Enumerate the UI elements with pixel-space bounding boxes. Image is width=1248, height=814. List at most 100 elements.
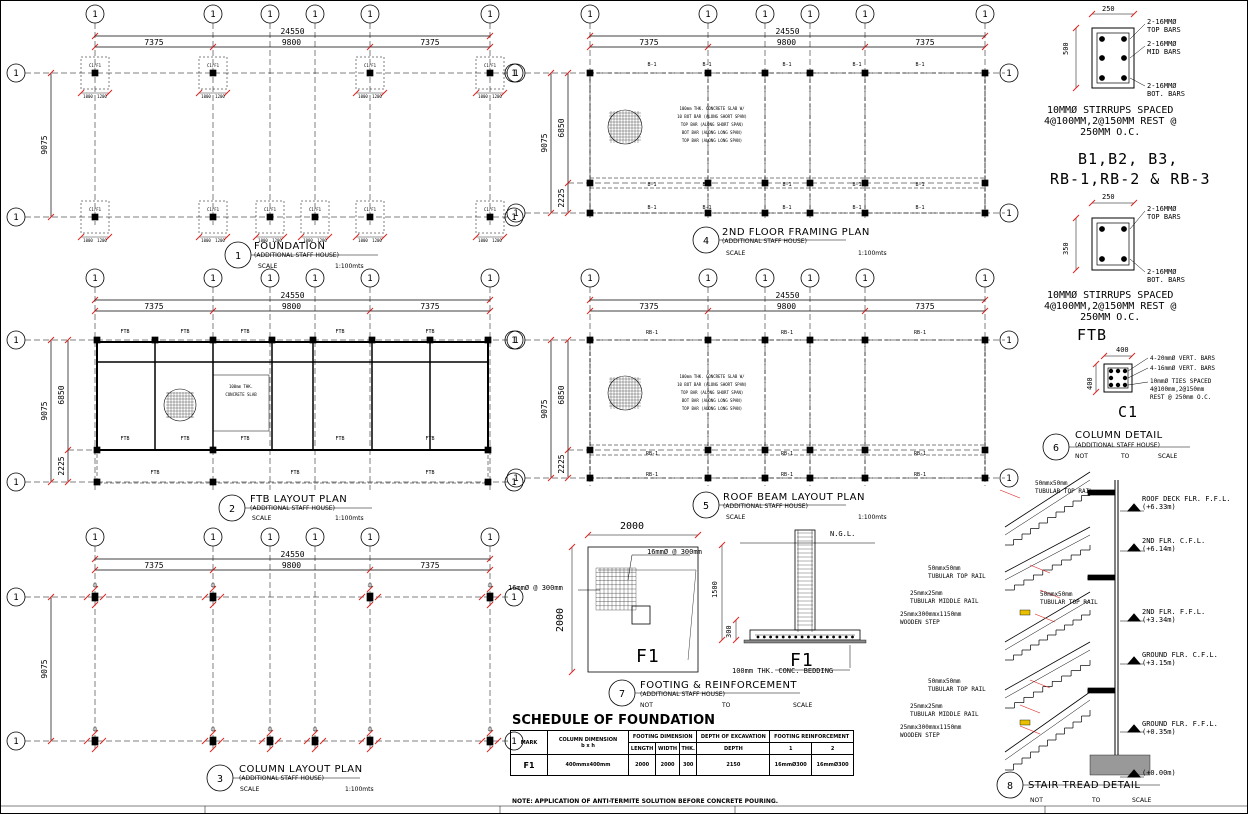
dim-tick [732,636,740,644]
footing-tag: C1/F1 [207,63,220,68]
stair-landing [1087,574,1116,581]
dim-total: 24550 [280,550,304,559]
rebar-dot [794,635,798,639]
grid-bubble-col [85,268,105,288]
rebar-dot [1122,368,1128,374]
level-marker [1126,724,1142,733]
dim-side: 7375 [915,302,934,311]
column-mark [981,69,989,77]
beam-tag: RB-1 [914,451,926,457]
schedule-sub-reinf-1: 1 [769,742,813,755]
footing-outline [355,56,385,90]
stair-step-label-2: 25mmx300mmx1150mm WOODEN STEP [900,724,962,739]
grid-bubble-tag: 1 [487,10,492,20]
dim-side: 7375 [144,561,163,570]
ftb-bot-bars: 2-16MMØ BOT. BARS [1147,268,1185,284]
column-mark [209,592,217,602]
footing-tag: C1/F1 [264,207,277,212]
grid-bubble-tag: 1 [1006,336,1011,346]
column-mark [91,736,99,746]
column-size-side: 400 [1086,377,1094,390]
column-section [1103,363,1133,393]
beam-tag: RB-1 [914,330,926,336]
section-8-scale-value: TO [1092,797,1101,804]
schedule-cell-column-dim: 400mmx400mm [547,754,629,776]
dim-tick [47,478,55,486]
grid-bubble-col [480,4,500,24]
footing-bar-top: 16mmØ @ 300mm [647,548,702,556]
column-mark [484,446,492,454]
beam-section [1091,27,1135,89]
footing-depth-dim: 1500 [711,581,719,598]
grid-bubble-tag: 1 [312,10,317,20]
grid-bubble-row [6,587,26,607]
hatch-circle [607,375,643,411]
leader-line [1127,381,1149,386]
dim-tick [217,737,225,745]
beam-tag: RB-1 [646,330,658,336]
column-mark [268,336,276,344]
column-mark [704,474,712,482]
schedule-header-depth: DEPTH OF EXCAVATION [696,730,771,743]
dim-tick [568,543,576,551]
grid-bubble-col [755,268,775,288]
beam-tag: B-1 [647,205,656,211]
dim-tick [64,478,72,486]
dim-tick [201,593,209,601]
column-mark [981,179,989,187]
dim-tick [83,593,91,601]
grid-bubble-row [506,468,526,488]
dim-tick [223,89,231,97]
handrail [1004,479,1091,536]
rebar-dot [756,635,760,639]
leader-line [1039,589,1061,599]
dim-tick [694,531,702,539]
ftb-tag: FTB [425,470,434,476]
beam-tag: B-1 [702,205,711,211]
column-mark [761,69,769,77]
stair-mid-rail-label-2: 25mmx25mm TUBULAR MIDDLE RAIL [910,703,979,718]
schedule-header-reinforcement: FOOTING REINFORCEMENT [769,730,854,743]
column-tag: C1 [488,727,493,732]
grid-bubble-tag: 1 [13,213,18,223]
stair-zero-level: (+0.00m) [1142,769,1176,777]
schedule-header-mark: MARK [510,730,548,755]
column-mark [981,336,989,344]
dim-tick [1072,214,1080,222]
grid-bubble-col [800,4,820,24]
grid-bubble-col [480,268,500,288]
dim-tick [252,233,260,241]
grid-bubble-tag: 1 [13,593,18,603]
column-mark [366,592,374,602]
footing-outline [475,56,505,90]
concrete-bedding [743,639,867,644]
grid-bubble-tag: 1 [13,336,18,346]
dim-tick [1072,84,1080,92]
dim-tick [266,729,274,737]
footing-outline [198,200,228,234]
column-mark [586,446,594,454]
column-mark [586,336,594,344]
ftb-tag: FTB [180,329,189,335]
dim-tick [1072,24,1080,32]
footing-dim: 1200 [317,238,327,243]
dim-tick [486,745,494,753]
footing-outline [475,200,505,234]
rebar-dot [1108,368,1114,374]
slab-note-text: BOT BAR (ALONG LONG SPAN) [682,398,742,403]
column-mark [266,736,274,746]
schedule-sub-depth: DEPTH [696,742,771,755]
dim-tick [105,89,113,97]
section-4-subtitle: (ADDITIONAL STAFF HOUSE) [722,238,807,245]
leader-line [1129,210,1146,230]
grid-bubble-tag: 1 [513,69,518,79]
footing-outline [80,56,110,90]
ftb-depth-dim: 350 [1062,242,1070,255]
dim-total: 24550 [280,291,304,300]
rebar-dot [762,635,766,639]
ftb-tag: FTB [180,436,189,442]
leader-line [1029,564,1051,574]
schedule-note: NOTE: APPLICATION OF ANTI-TERMITE SOLUTI… [512,798,779,805]
dim-side: 7375 [639,38,658,47]
section-1-scale-value: 1:100mts [335,263,364,270]
